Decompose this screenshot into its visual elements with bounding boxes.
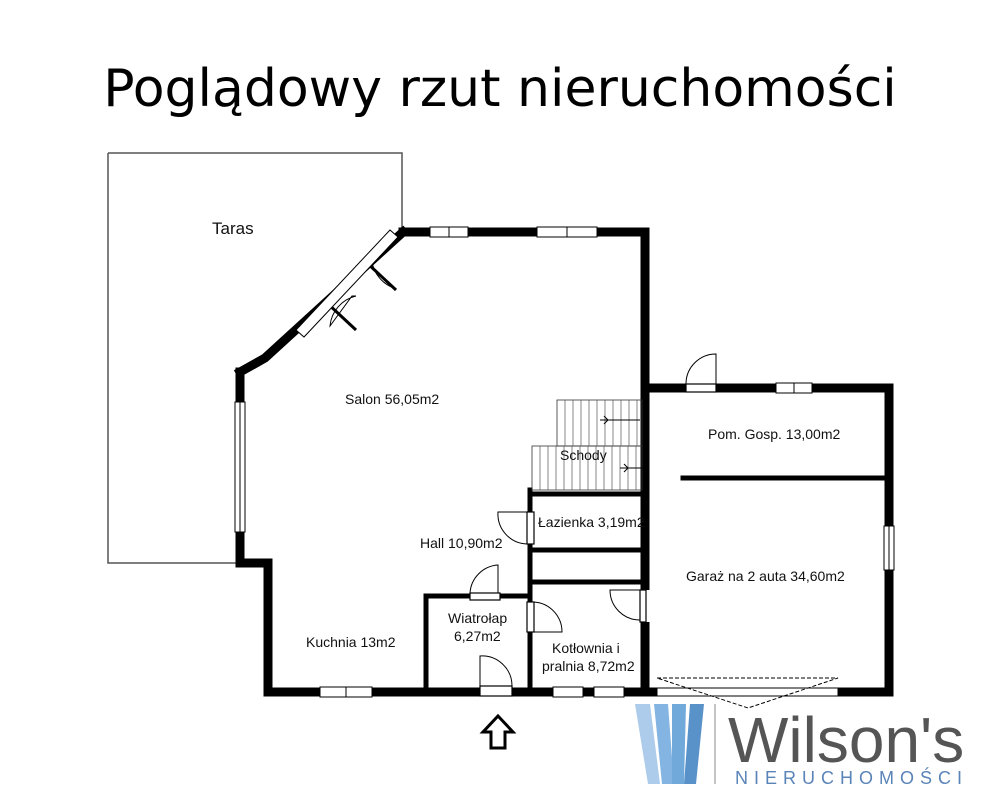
room-label-schody: Schody [560, 447, 607, 463]
stairs [531, 399, 646, 491]
room-label-wiatrolap: Wiatrołap [448, 610, 507, 626]
room-label-wiatrolap-area: 6,27m2 [454, 628, 501, 644]
page-title: Poglądowy rzut nieruchomości [103, 59, 897, 119]
room-label-pom-gosp: Pom. Gosp. 13,00m2 [708, 426, 841, 442]
room-label-kotlownia-area: pralnia 8,72m2 [542, 658, 635, 674]
garage-gate [656, 677, 839, 709]
logo-wordmark: Wilson's [728, 704, 964, 776]
logo-subtitle: NIERUCHOMOŚCI [735, 767, 968, 788]
company-logo: Wilson's NIERUCHOMOŚCI [635, 704, 968, 788]
room-label-salon: Salon 56,05m2 [345, 391, 439, 407]
storage-door [685, 353, 717, 393]
entrance-door [479, 655, 513, 697]
up-arrow-icon [479, 713, 517, 750]
room-label-kuchnia: Kuchnia 13m2 [306, 634, 396, 650]
logo-w-icon [635, 704, 704, 784]
boiler-door [526, 601, 563, 633]
terrace-outline [107, 152, 403, 564]
garage-inner-door [609, 589, 647, 623]
wiatrolap-door [469, 564, 501, 601]
room-label-garaz: Garaż na 2 auta 34,60m2 [686, 568, 845, 584]
windows [234, 226, 895, 698]
room-label-taras: Taras [212, 219, 254, 238]
room-label-kotlownia: Kotłownia i [552, 640, 620, 656]
bathroom-door [497, 511, 535, 545]
interior-walls [423, 475, 892, 695]
room-label-hall: Hall 10,90m2 [420, 535, 503, 551]
room-label-lazienka: Łazienka 3,19m2 [538, 514, 645, 530]
